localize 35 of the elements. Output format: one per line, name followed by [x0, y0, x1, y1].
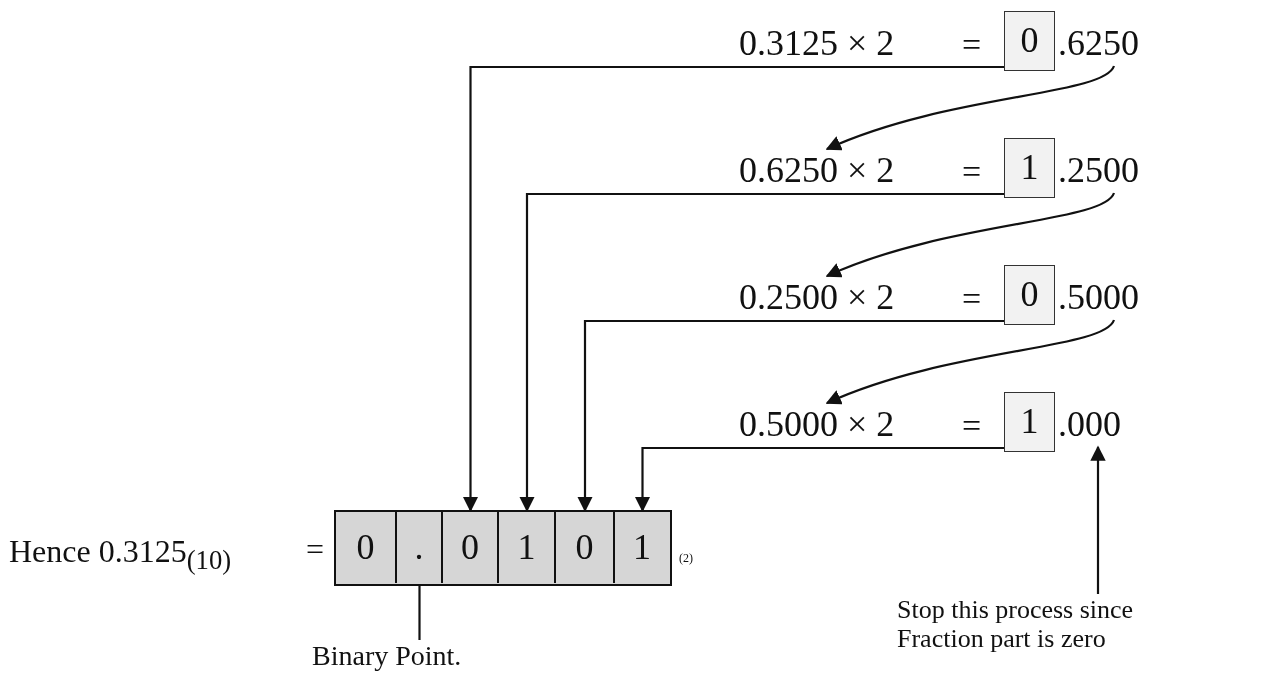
integer-digit-box: 0	[1004, 11, 1055, 71]
fraction-part: .5000	[1058, 278, 1139, 318]
equals-sign: =	[962, 407, 982, 445]
binary-digit-cell: 0	[554, 512, 613, 583]
arrow	[462, 65, 1004, 513]
integer-digit-box: 1	[1004, 138, 1055, 198]
integer-digit-box: 1	[1004, 392, 1055, 452]
caption-text: Binary Point.	[312, 640, 462, 672]
note-text: Stop this process since Fraction part is zero	[897, 596, 1135, 654]
equals-sign: =	[962, 26, 982, 64]
equals-sign: =	[962, 153, 982, 191]
arrow	[825, 319, 1115, 405]
arrow	[577, 319, 1004, 513]
arrow	[634, 446, 1004, 513]
fraction-part: .2500	[1058, 151, 1139, 191]
multiplication-expression: 0.2500 × 2	[739, 278, 895, 318]
equals-sign: =	[306, 532, 325, 568]
binary-digit-cell: .	[395, 512, 441, 583]
arrow	[519, 192, 1004, 513]
equals-sign: =	[962, 280, 982, 318]
multiplication-expression: 0.5000 × 2	[739, 405, 895, 445]
binary-digit-cell: 0	[336, 512, 395, 583]
fraction-part: .6250	[1058, 24, 1139, 64]
result-text: Hence 0.3125$_{(10)}$	[9, 534, 232, 576]
register-box	[334, 510, 672, 586]
multiplication-expression: 0.6250 × 2	[739, 151, 895, 191]
binary-digit-cell: 0	[441, 512, 497, 583]
binary-digit-cell: 1	[497, 512, 554, 583]
arrow	[1090, 445, 1106, 594]
multiplication-expression: 0.3125 × 2	[739, 24, 895, 64]
binary-digit-cell: 1	[613, 512, 669, 583]
fraction-part: .000	[1058, 405, 1121, 445]
integer-digit-box: 0	[1004, 265, 1055, 325]
arrow	[825, 192, 1115, 278]
arrow	[825, 65, 1115, 151]
